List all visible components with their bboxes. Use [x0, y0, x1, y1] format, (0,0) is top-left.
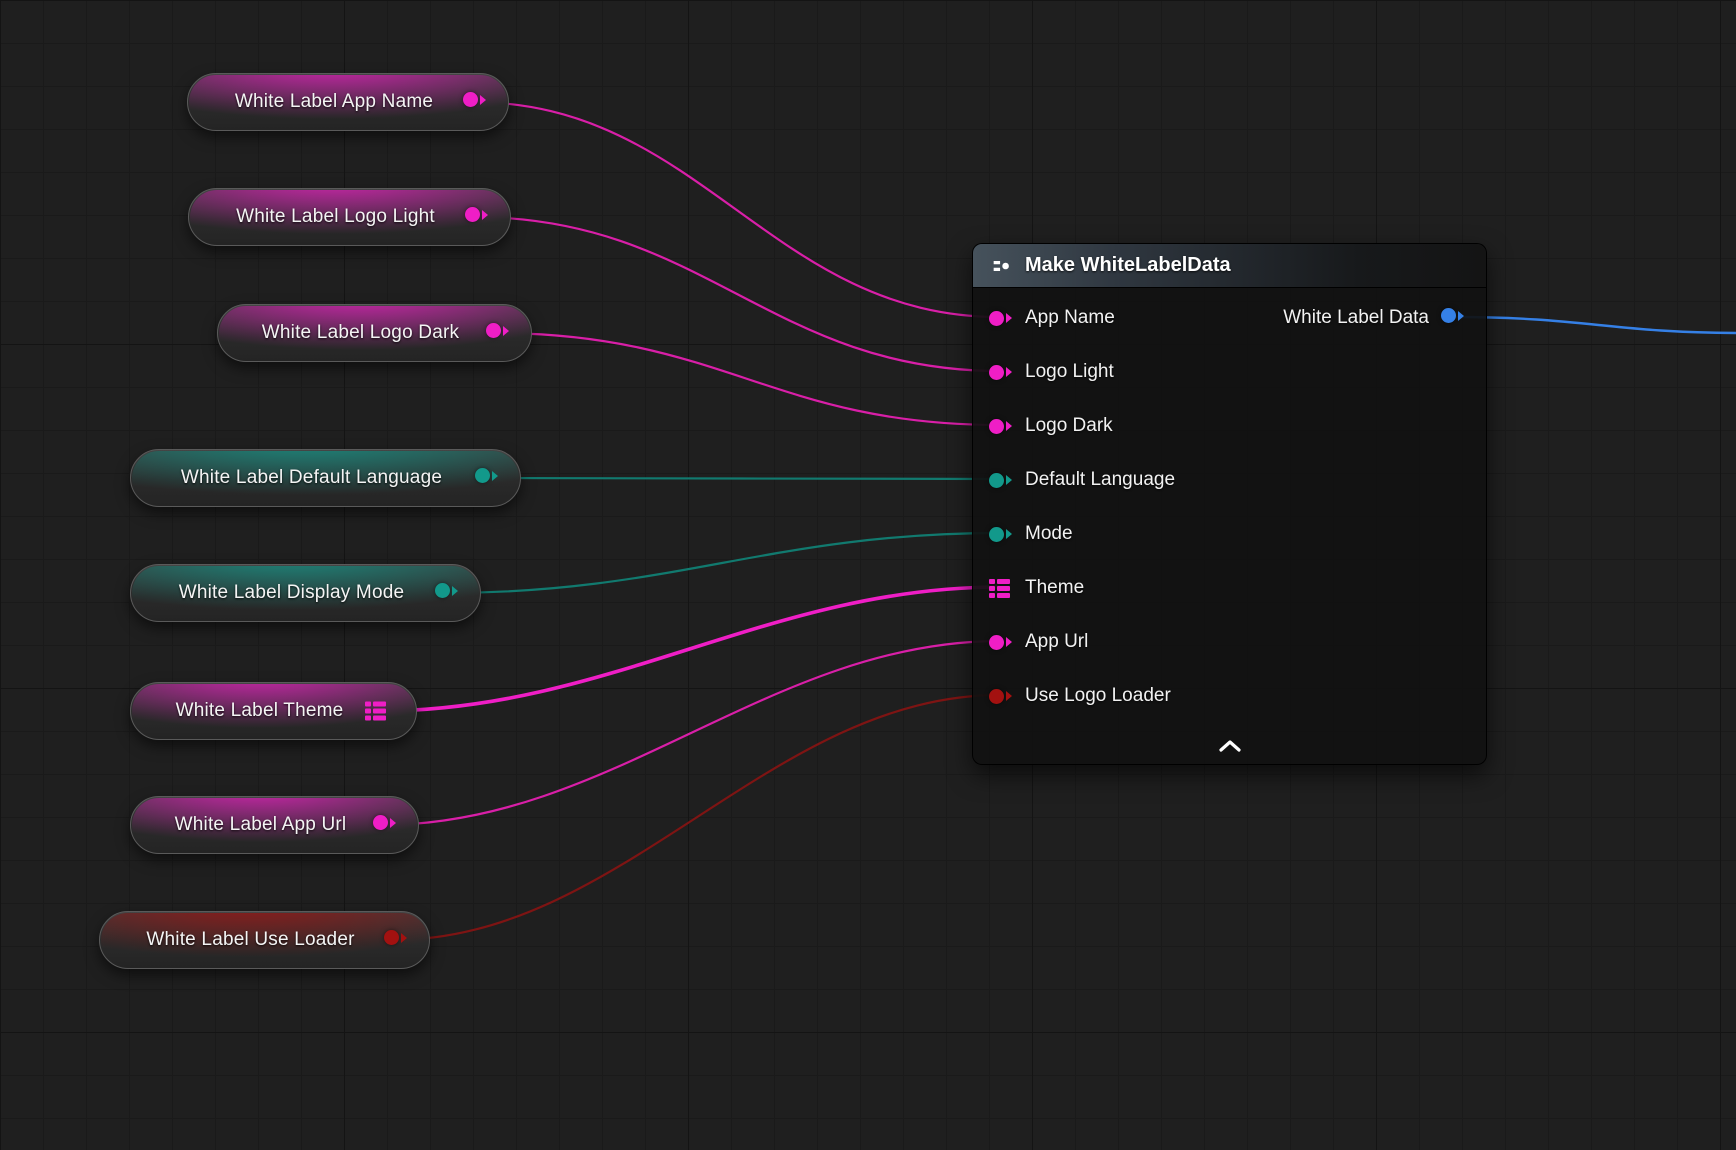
getter-output-pin[interactable] [384, 930, 399, 945]
input-pin-slot [989, 689, 1013, 704]
input-pin-label: Mode [1025, 523, 1073, 545]
input-row-default-language: Default Language [973, 453, 1175, 507]
input-pin-label: App Url [1025, 631, 1088, 653]
input-pin-label: Theme [1025, 577, 1084, 599]
getter-pin-slot [475, 468, 490, 488]
input-pin[interactable] [989, 635, 1004, 650]
getter-pin-slot [365, 702, 386, 721]
input-pin[interactable] [989, 689, 1004, 704]
getter-output-pin[interactable] [475, 468, 490, 483]
pin-grid-cell [365, 716, 371, 721]
getter-node-use-loader[interactable]: White Label Use Loader [99, 911, 430, 969]
output-row-white-label-data: White Label Data [1283, 291, 1486, 345]
input-row-app-url: App Url [973, 615, 1175, 669]
getter-node-app-name[interactable]: White Label App Name [187, 73, 509, 131]
input-row-logo-light: Logo Light [973, 345, 1175, 399]
getter-output-pin[interactable] [463, 92, 478, 107]
getter-output-pin[interactable] [486, 323, 501, 338]
output-pin-label: White Label Data [1283, 307, 1429, 329]
pin-grid-cell [989, 593, 995, 598]
input-row-mode: Mode [973, 507, 1175, 561]
input-row-use-logo-loader: Use Logo Loader [973, 669, 1175, 723]
pin-grid-cell [997, 579, 1010, 584]
input-pin[interactable] [989, 579, 1010, 598]
input-pin-label: Logo Dark [1025, 415, 1113, 437]
getter-label: White Label Use Loader [122, 929, 406, 951]
getter-pin-slot [384, 930, 399, 950]
wire[interactable] [393, 695, 1000, 940]
wire[interactable] [474, 217, 1000, 371]
input-row-app-name: App Name [973, 291, 1175, 345]
input-pin[interactable] [989, 527, 1004, 542]
getter-pin-slot [373, 815, 388, 835]
getter-label: White Label App Url [151, 814, 399, 836]
input-pin-slot [989, 473, 1013, 488]
input-pin-slot [989, 365, 1013, 380]
wire[interactable] [444, 533, 1000, 593]
make-whitelabeldata-node[interactable]: Make WhiteLabelData App Name Logo Light … [972, 243, 1487, 765]
pin-grid-cell [365, 709, 371, 714]
input-pin[interactable] [989, 419, 1004, 434]
pin-grid-cell [365, 702, 371, 707]
getter-pin-slot [463, 92, 478, 112]
getter-node-default-language[interactable]: White Label Default Language [130, 449, 521, 507]
output-pin[interactable] [1441, 308, 1456, 323]
input-pin[interactable] [989, 365, 1004, 380]
input-pin-slot [989, 527, 1013, 542]
getter-node-theme[interactable]: White Label Theme [130, 682, 417, 740]
input-pin-label: Default Language [1025, 469, 1175, 491]
pin-grid-cell [373, 709, 386, 714]
getter-label: White Label Logo Light [212, 206, 487, 228]
wire[interactable] [382, 641, 1000, 825]
make-struct-icon [989, 254, 1013, 278]
input-pin-slot [989, 579, 1013, 598]
input-pin[interactable] [989, 311, 1004, 326]
getter-label: White Label Theme [152, 700, 396, 722]
input-row-theme: Theme [973, 561, 1175, 615]
getter-output-pin[interactable] [465, 207, 480, 222]
pin-grid-cell [989, 586, 995, 591]
input-pin-slot [989, 419, 1013, 434]
getter-node-logo-light[interactable]: White Label Logo Light [188, 188, 511, 246]
input-pin-label: App Name [1025, 307, 1115, 329]
getter-pin-slot [465, 207, 480, 227]
input-pin-label: Use Logo Loader [1025, 685, 1171, 707]
getter-node-logo-dark[interactable]: White Label Logo Dark [217, 304, 532, 362]
getter-label: White Label Logo Dark [238, 322, 511, 344]
pin-grid-cell [997, 586, 1010, 591]
wire[interactable] [484, 478, 1000, 479]
getter-pin-slot [435, 583, 450, 603]
getter-label: White Label App Name [211, 91, 485, 113]
wire[interactable] [472, 102, 1000, 317]
collapse-chevron-button[interactable] [1207, 732, 1253, 760]
pin-grid-cell [997, 593, 1010, 598]
getter-output-pin[interactable] [365, 702, 386, 721]
input-pin-label: Logo Light [1025, 361, 1114, 383]
getter-node-app-url[interactable]: White Label App Url [130, 796, 419, 854]
getter-pin-slot [486, 323, 501, 343]
input-pin-rows: App Name Logo Light Logo Dark Default La… [973, 291, 1175, 723]
getter-output-pin[interactable] [373, 815, 388, 830]
getter-node-display-mode[interactable]: White Label Display Mode [130, 564, 481, 622]
pin-grid-cell [373, 716, 386, 721]
wire[interactable] [495, 333, 1000, 425]
pin-grid-cell [373, 702, 386, 707]
node-title: Make WhiteLabelData [1025, 254, 1231, 277]
output-pin-slot [1441, 308, 1456, 328]
input-pin-slot [989, 635, 1013, 650]
wire[interactable] [1455, 317, 1736, 333]
getter-label: White Label Default Language [157, 467, 494, 489]
pin-grid-cell [989, 579, 995, 584]
input-row-logo-dark: Logo Dark [973, 399, 1175, 453]
input-pin-slot [989, 311, 1013, 326]
getter-label: White Label Display Mode [155, 582, 457, 604]
input-pin[interactable] [989, 473, 1004, 488]
node-header[interactable]: Make WhiteLabelData [973, 244, 1486, 288]
chevron-up-icon [1217, 739, 1243, 753]
getter-output-pin[interactable] [435, 583, 450, 598]
